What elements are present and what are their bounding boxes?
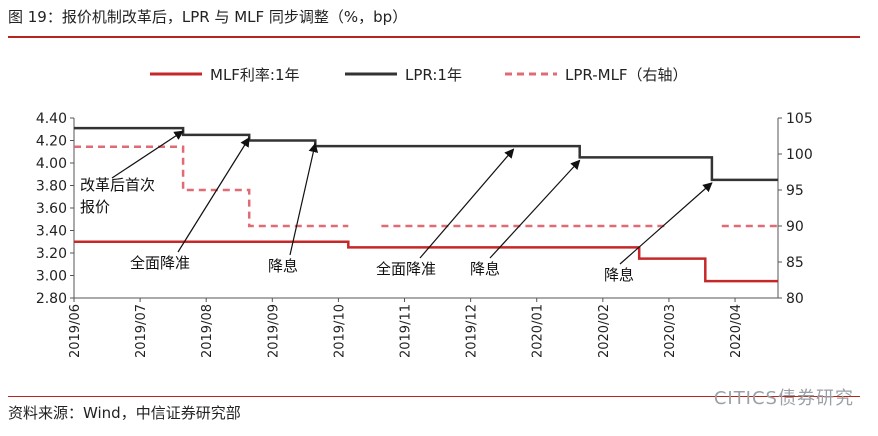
annotation-label: 全面降准 <box>376 260 436 278</box>
x-tick-label: 2019/11 <box>399 304 414 358</box>
y-left-tick-label: 3.80 <box>36 179 67 195</box>
x-tick-label: 2020/03 <box>663 304 678 358</box>
annotation-label: 全面降准 <box>130 254 190 272</box>
y-right-tick-label: 100 <box>786 147 813 163</box>
source-note: 资料来源：Wind，中信证券研究部 <box>8 404 241 422</box>
legend-lpr-label: LPR:1年 <box>405 66 462 84</box>
y-left-tick-label: 4.00 <box>36 156 67 172</box>
x-tick-label: 2020/02 <box>597 304 612 358</box>
y-left-tick-label: 4.20 <box>36 134 67 150</box>
chart-annotations: 改革后首次报价全面降准降息全面降准降息降息 <box>80 130 713 284</box>
y-right-tick-label: 95 <box>786 183 804 199</box>
page-title: 图 19：报价机制改革后，LPR 与 MLF 同步调整（%，bp） <box>8 8 408 26</box>
y-right-tick-label: 80 <box>786 291 804 307</box>
x-tick-label: 2019/07 <box>134 304 149 358</box>
source-divider <box>8 396 860 397</box>
annotation-arrow <box>111 130 184 179</box>
y-right-tick-label: 105 <box>786 111 813 127</box>
y-left-tick-label: 3.40 <box>36 224 67 240</box>
x-tick-label: 2019/09 <box>266 304 281 358</box>
annotation-arrow <box>489 159 581 259</box>
x-tick-label: 2020/01 <box>531 304 546 358</box>
x-tick-label: 2019/06 <box>68 304 83 358</box>
annotation-label: 降息 <box>268 257 298 275</box>
y-left-tick-label: 4.40 <box>36 111 67 127</box>
annotation-arrow <box>619 182 713 265</box>
annotation-arrow <box>289 142 319 256</box>
x-tick-label: 2019/08 <box>200 304 215 358</box>
y-right-tick-label: 90 <box>786 219 804 235</box>
annotation-label: 改革后首次 <box>80 176 155 194</box>
annotation-arrow <box>419 148 515 259</box>
legend-mlf-label: MLF利率:1年 <box>210 66 300 84</box>
chart-axes: 2.80 3.00 3.20 3.40 3.60 3.80 4.00 4.20 4.40 80 85… <box>36 111 813 358</box>
annotation-label: 报价 <box>80 198 110 216</box>
y-left-tick-label: 3.60 <box>36 201 67 217</box>
annotation-label: 降息 <box>604 266 634 284</box>
legend: MLF利率:1年 LPR:1年 LPR-MLF（右轴） <box>150 66 688 84</box>
annotation-arrow <box>177 137 250 253</box>
y-right-tick-label: 85 <box>786 255 804 271</box>
annotation-label: 降息 <box>470 260 500 278</box>
x-tick-label: 2019/10 <box>332 304 347 358</box>
x-tick-label: 2019/12 <box>465 304 480 358</box>
series-line-lpr <box>74 126 778 182</box>
x-tick-label: 2020/04 <box>729 304 744 358</box>
watermark: CITICS债券研究 <box>713 388 854 409</box>
series-line-mlf <box>74 240 778 283</box>
title-divider <box>8 36 860 38</box>
y-left-tick-label: 2.80 <box>36 291 67 307</box>
legend-spread-label: LPR-MLF（右轴） <box>565 66 688 84</box>
y-left-tick-label: 3.00 <box>36 269 67 285</box>
y-left-tick-label: 3.20 <box>36 246 67 262</box>
